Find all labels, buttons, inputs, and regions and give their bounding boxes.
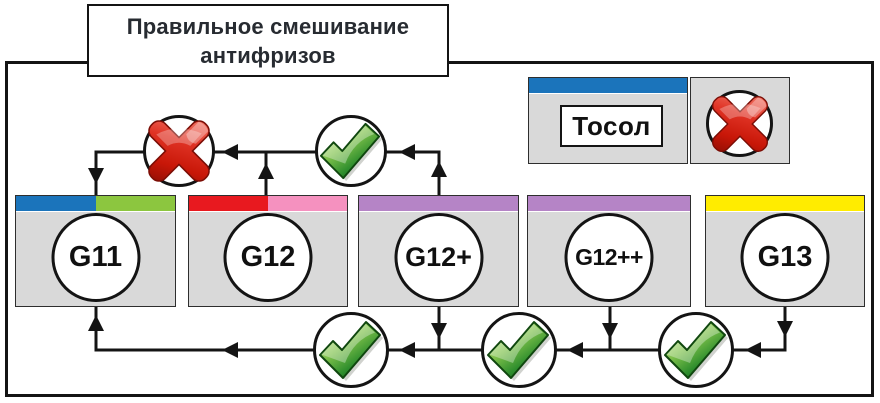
node-g12: G12 — [188, 195, 348, 307]
node-g12plus-stripe-color — [359, 196, 518, 211]
node-g11-stripe — [16, 196, 175, 212]
check-icon — [487, 318, 551, 382]
node-g11: G11 — [15, 195, 176, 307]
check-badge-bottom-g12plus-g12plusplus — [481, 312, 557, 388]
node-g12plusplus-stripe-color — [528, 196, 690, 211]
node-g13-stripe-color — [706, 196, 864, 211]
node-g12plus-circle: G12+ — [394, 213, 483, 302]
check-icon — [664, 318, 728, 382]
check-badge-g12-g12plus — [315, 115, 387, 187]
tosol-cross-badge — [706, 90, 773, 157]
title-line1: Правильное смешивание — [126, 13, 410, 39]
check-badge-bottom-g12plusplus-g13 — [658, 312, 734, 388]
node-g12-label: G12 — [240, 241, 296, 273]
node-g12plusplus-label: G12++ — [575, 244, 643, 270]
node-g13-circle: G13 — [740, 213, 830, 302]
node-g11-circle: G11 — [51, 213, 140, 302]
node-g12-stripe-right — [268, 196, 347, 211]
node-g13-label: G13 — [757, 241, 813, 273]
cross-badge-g11-g12 — [143, 115, 215, 187]
check-icon — [319, 318, 383, 382]
node-g12plus-stripe — [359, 196, 518, 212]
tosol-stripe — [529, 78, 687, 94]
node-g13-stripe — [706, 196, 864, 212]
node-g12plusplus-circle: G12++ — [564, 213, 654, 302]
cross-icon — [146, 118, 212, 184]
node-g11-stripe-left — [16, 196, 96, 211]
tosol-stripe-color — [529, 78, 687, 93]
title-line2: антифризов — [200, 42, 336, 68]
check-badge-bottom-g12-g12plus — [313, 312, 389, 388]
node-g11-stripe-right — [95, 196, 175, 211]
node-g12-circle: G12 — [223, 213, 313, 302]
node-g12-stripe — [189, 196, 347, 212]
node-g12-stripe-left — [189, 196, 268, 211]
node-g11-label: G11 — [68, 241, 123, 273]
arrowheads — [88, 144, 793, 358]
tosol-label-box: Тосол — [560, 105, 663, 147]
cross-icon — [710, 94, 770, 154]
node-g12plus-label: G12+ — [405, 242, 472, 272]
node-g12plusplus: G12++ — [527, 195, 691, 307]
node-g12plus: G12+ — [358, 195, 519, 307]
node-g12plusplus-stripe — [528, 196, 690, 212]
check-icon — [320, 120, 382, 182]
tosol-box: Тосол — [528, 77, 688, 164]
node-g13: G13 — [705, 195, 865, 307]
title-box: Правильное смешивание антифризов — [87, 4, 449, 77]
tosol-label: Тосол — [572, 110, 651, 141]
